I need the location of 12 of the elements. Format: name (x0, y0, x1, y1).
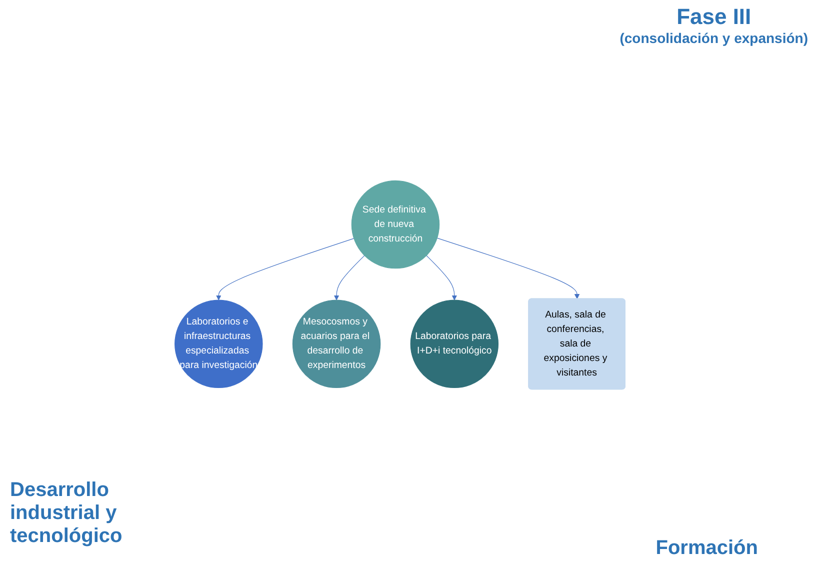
arrow (216, 238, 354, 300)
node-circle: Sede definitiva de nueva construcción (351, 180, 440, 269)
title: Fase III (676, 4, 752, 30)
subtitle: (consolidación y expansión) (620, 30, 808, 46)
arrow (426, 255, 458, 300)
node-circle: Mesocosmos y acuarios para el desarrollo de experimentos (292, 300, 381, 388)
node-circle: Laboratorios e infraestructuras especializadas para investigación (174, 300, 263, 388)
side-label: Desarrollo industrial y tecnológico (10, 479, 124, 548)
node-caption: Formación (656, 537, 758, 560)
arrow (436, 238, 580, 300)
arrow (334, 255, 365, 300)
node-circle: Laboratorios para I+D+i tecnológico (410, 300, 499, 388)
